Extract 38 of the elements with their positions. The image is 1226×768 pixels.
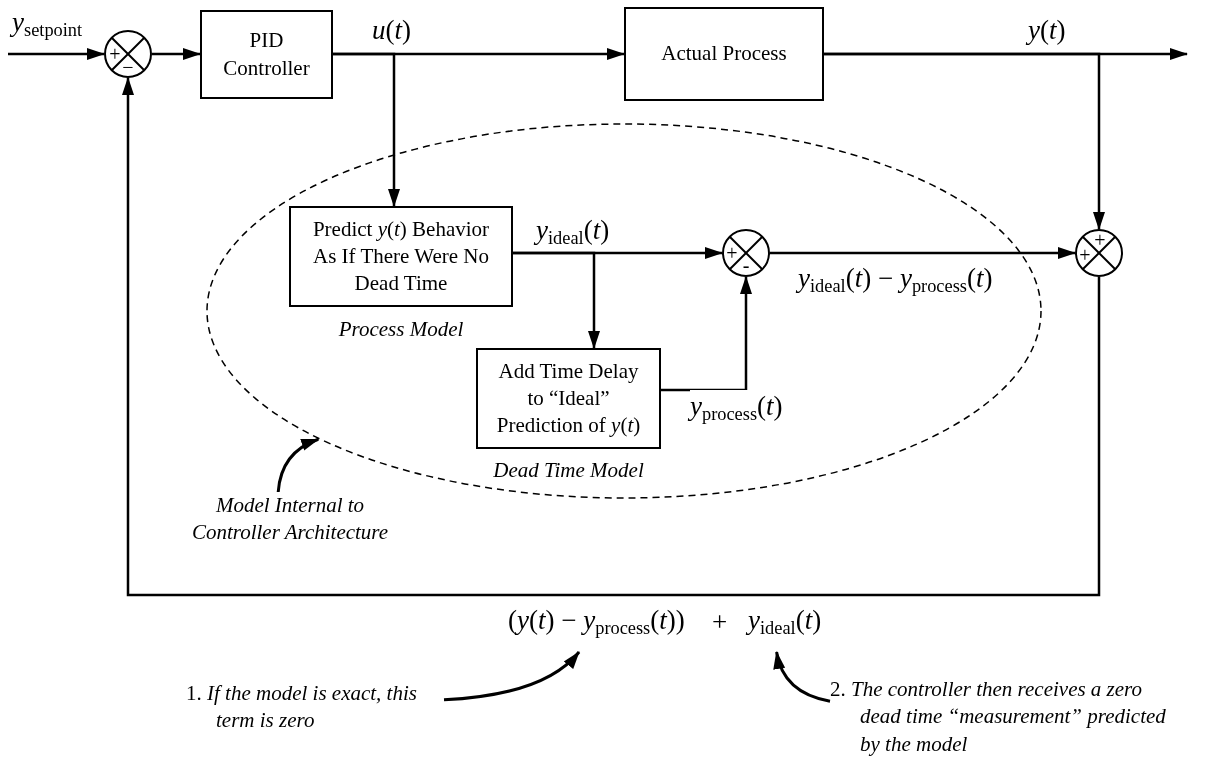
edge-label: y$_{process}$(t) bbox=[690, 390, 783, 423]
block-text: PID Controller bbox=[222, 27, 311, 82]
annotation-text: 2. The controller then receives a zero dead time “measurement” predicted by the model bbox=[830, 676, 1175, 766]
formula-term: (y(t) − y$_{process}$(t)) bbox=[508, 604, 700, 652]
arrow bbox=[824, 52, 1105, 230]
summing-junction bbox=[104, 30, 152, 78]
curved-arrow bbox=[774, 651, 831, 703]
signal-label: y$_{setpoint}$ bbox=[12, 6, 112, 48]
curved-arrow bbox=[276, 437, 320, 493]
summing-junction bbox=[1075, 229, 1123, 277]
process-box bbox=[289, 206, 513, 307]
arrow bbox=[513, 251, 600, 349]
arrow bbox=[333, 52, 400, 207]
sign: - bbox=[742, 255, 750, 275]
arrow bbox=[8, 48, 105, 60]
formula-term: y$_{ideal}$(t) bbox=[748, 604, 832, 652]
sign: + bbox=[109, 44, 121, 64]
block-text: Add Time Delay to “Ideal” Prediction of y(t) bbox=[496, 357, 641, 440]
block-caption: Process Model bbox=[337, 317, 465, 342]
sign: + bbox=[1094, 230, 1106, 250]
arrow bbox=[661, 276, 752, 392]
sign: + bbox=[1079, 245, 1091, 265]
formula-operator: + bbox=[712, 606, 728, 639]
annotation-text: 1. If the model is exact, this term is zero bbox=[186, 680, 444, 740]
sign: + bbox=[726, 243, 738, 263]
process-box bbox=[200, 10, 333, 99]
annotation-text: Model Internal to Controller Architecture bbox=[172, 492, 408, 548]
arrow bbox=[152, 48, 201, 61]
summing-junction bbox=[722, 229, 770, 277]
block-text: Actual Process bbox=[661, 40, 787, 68]
block-text: Predict y(t) Behavior As If There Were No Dead Time bbox=[311, 215, 491, 298]
sign: − bbox=[122, 57, 134, 77]
process-box bbox=[476, 348, 661, 449]
process-box bbox=[624, 7, 824, 101]
arrow bbox=[770, 247, 1076, 259]
arrow bbox=[122, 77, 1101, 597]
block-caption: Dead Time Model bbox=[492, 458, 645, 483]
curved-arrow bbox=[443, 651, 581, 702]
